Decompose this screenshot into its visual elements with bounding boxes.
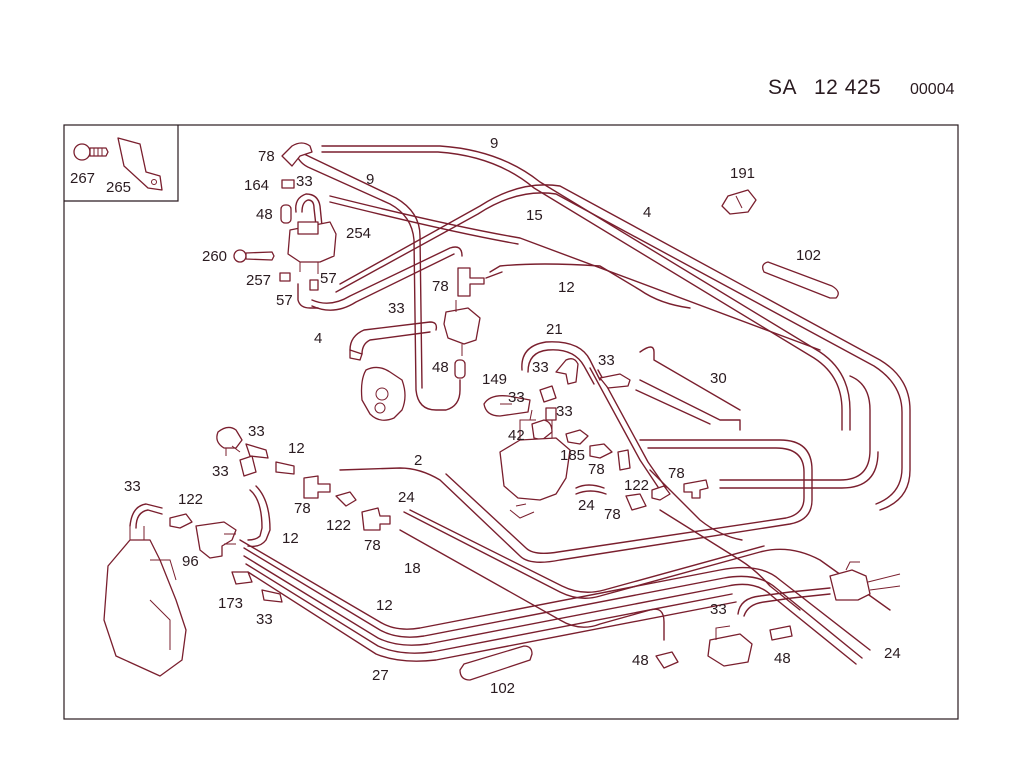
callout-21: 21: [546, 321, 563, 338]
callout-24: 24: [398, 489, 415, 506]
callout-122: 122: [326, 517, 351, 534]
callout-149: 149: [482, 371, 507, 388]
callout-4: 4: [314, 330, 322, 347]
inset-frame: [64, 125, 179, 202]
callout-48: 48: [256, 206, 273, 223]
callout-257: 257: [246, 272, 271, 289]
callout-78: 78: [432, 278, 449, 295]
callout-33: 33: [532, 359, 549, 376]
drawing-code: 00004: [910, 81, 955, 98]
callout-33: 33: [256, 611, 273, 628]
callout-24: 24: [884, 645, 901, 662]
callout-33: 33: [296, 173, 313, 190]
callout-24: 24: [578, 497, 595, 514]
callout-164: 164: [244, 177, 269, 194]
callout-191: 191: [730, 165, 755, 182]
callout-102: 102: [796, 247, 821, 264]
callout-265: 265: [106, 179, 131, 196]
callout-173: 173: [218, 595, 243, 612]
callout-78: 78: [604, 506, 621, 523]
callout-18: 18: [404, 560, 421, 577]
callout-42: 42: [508, 427, 525, 444]
callout-48: 48: [432, 359, 449, 376]
callout-12: 12: [288, 440, 305, 457]
bracket-265-icon: [117, 137, 163, 191]
callout-254: 254: [346, 225, 371, 242]
callout-48: 48: [632, 652, 649, 669]
callout-33: 33: [598, 352, 615, 369]
callout-33: 33: [710, 601, 727, 618]
callout-185: 185: [560, 447, 585, 464]
callout-33: 33: [212, 463, 229, 480]
callout-96: 96: [182, 553, 199, 570]
callout-4: 4: [643, 204, 651, 221]
callout-12: 12: [376, 597, 393, 614]
callout-30: 30: [710, 370, 727, 387]
callout-12: 12: [282, 530, 299, 547]
callout-9: 9: [490, 135, 498, 152]
callout-15: 15: [526, 207, 543, 224]
callout-9: 9: [366, 171, 374, 188]
callout-48: 48: [774, 650, 791, 667]
callout-57: 57: [320, 270, 337, 287]
callout-labels: 267 265 78 9 9 164 33 48 254 260 257 57 …: [70, 135, 901, 697]
callout-33: 33: [124, 478, 141, 495]
callout-267: 267: [70, 170, 95, 187]
diagram-frame: [63, 124, 959, 720]
callout-33: 33: [556, 403, 573, 420]
drawing-prefix: SA: [768, 76, 798, 99]
callout-78: 78: [258, 148, 275, 165]
callout-122: 122: [624, 477, 649, 494]
callout-102: 102: [490, 680, 515, 697]
callout-78: 78: [294, 500, 311, 517]
callout-12: 12: [558, 279, 575, 296]
drawing-number: 12 425: [814, 76, 882, 99]
callout-33: 33: [508, 389, 525, 406]
fittings: [103, 142, 901, 681]
callout-57: 57: [276, 292, 293, 309]
callout-78: 78: [668, 465, 685, 482]
callout-78: 78: [588, 461, 605, 478]
callout-78: 78: [364, 537, 381, 554]
callout-260: 260: [202, 248, 227, 265]
callout-33: 33: [388, 300, 405, 317]
screw-267-icon: [73, 143, 109, 161]
callout-27: 27: [372, 667, 389, 684]
callout-122: 122: [178, 491, 203, 508]
callout-2: 2: [414, 452, 422, 469]
callout-33: 33: [248, 423, 265, 440]
tube-bundle: [239, 145, 911, 665]
